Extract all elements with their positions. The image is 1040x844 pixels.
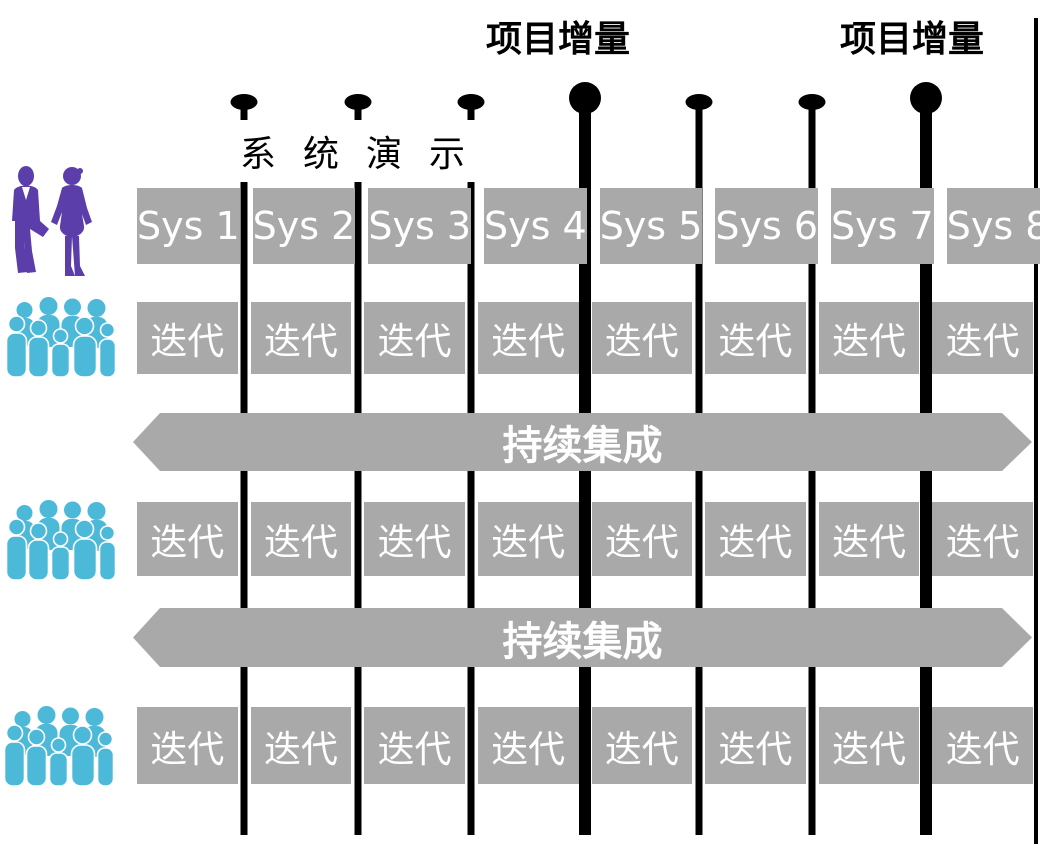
iteration-box: 迭代 (591, 302, 693, 374)
pi-label: 项目增量 (839, 19, 985, 60)
iteration-box: 迭代 (818, 707, 920, 784)
sys-box: Sys 5 (599, 188, 703, 264)
system-row: Sys 1 Sys 2 Sys 3 Sys 4 Sys 5 Sys 6 Sys … (137, 188, 1040, 264)
system-demo-milestone-dot (230, 94, 258, 110)
system-demo-milestone-dot (685, 94, 713, 110)
iteration-box: 迭代 (932, 502, 1033, 576)
iteration-box: 迭代 (932, 302, 1033, 374)
pi-milestone-dot (910, 82, 942, 114)
system-demo-milestone-dot (344, 94, 372, 110)
sys-box: Sys 3 (368, 188, 472, 264)
iteration-box: 迭代 (477, 302, 579, 374)
sys-box: Sys 6 (715, 188, 819, 264)
iteration-box: 迭代 (364, 707, 465, 784)
right-edge-line (1034, 18, 1038, 844)
system-demo-milestone-dot (457, 94, 485, 110)
sys-box: Sys 7 (831, 188, 934, 264)
iteration-box: 迭代 (591, 707, 693, 784)
pi-milestone-dot (569, 82, 601, 114)
system-demo-label: 系统演示 (226, 120, 504, 182)
iteration-box: 迭代 (477, 707, 579, 784)
iteration-box: 迭代 (137, 707, 238, 784)
continuous-integration-band: 持续集成 (133, 413, 1032, 471)
sys-box: Sys 8 (946, 188, 1040, 264)
iteration-box: 迭代 (364, 302, 465, 374)
iteration-box: 迭代 (591, 502, 693, 576)
iteration-box: 迭代 (932, 707, 1033, 784)
iteration-box: 迭代 (137, 302, 238, 374)
iteration-box: 迭代 (250, 502, 352, 576)
iteration-box: 迭代 (818, 302, 920, 374)
team-crowd-icon (2, 703, 115, 787)
iteration-row: 迭代 迭代 迭代 迭代 迭代 迭代 迭代 迭代 (137, 302, 1033, 374)
iteration-box: 迭代 (705, 707, 806, 784)
iteration-box: 迭代 (705, 502, 806, 576)
system-demo-milestone-dot (798, 94, 826, 110)
sys-box: Sys 4 (484, 188, 587, 264)
iteration-row: 迭代 迭代 迭代 迭代 迭代 迭代 迭代 迭代 (137, 502, 1033, 576)
team-crowd-icon (4, 497, 117, 581)
iteration-box: 迭代 (250, 302, 352, 374)
iteration-box: 迭代 (250, 707, 352, 784)
iteration-box: 迭代 (477, 502, 579, 576)
sys-box: Sys 2 (252, 188, 356, 264)
iteration-row: 迭代 迭代 迭代 迭代 迭代 迭代 迭代 迭代 (137, 707, 1033, 784)
iteration-box: 迭代 (364, 502, 465, 576)
sys-box: Sys 1 (137, 188, 240, 264)
iteration-box: 迭代 (705, 302, 806, 374)
iteration-box: 迭代 (818, 502, 920, 576)
pi-label: 项目增量 (485, 19, 631, 60)
team-crowd-icon (4, 294, 117, 378)
continuous-integration-band: 持续集成 (133, 608, 1032, 667)
business-people-pair-icon (6, 166, 96, 278)
iteration-box: 迭代 (137, 502, 238, 576)
